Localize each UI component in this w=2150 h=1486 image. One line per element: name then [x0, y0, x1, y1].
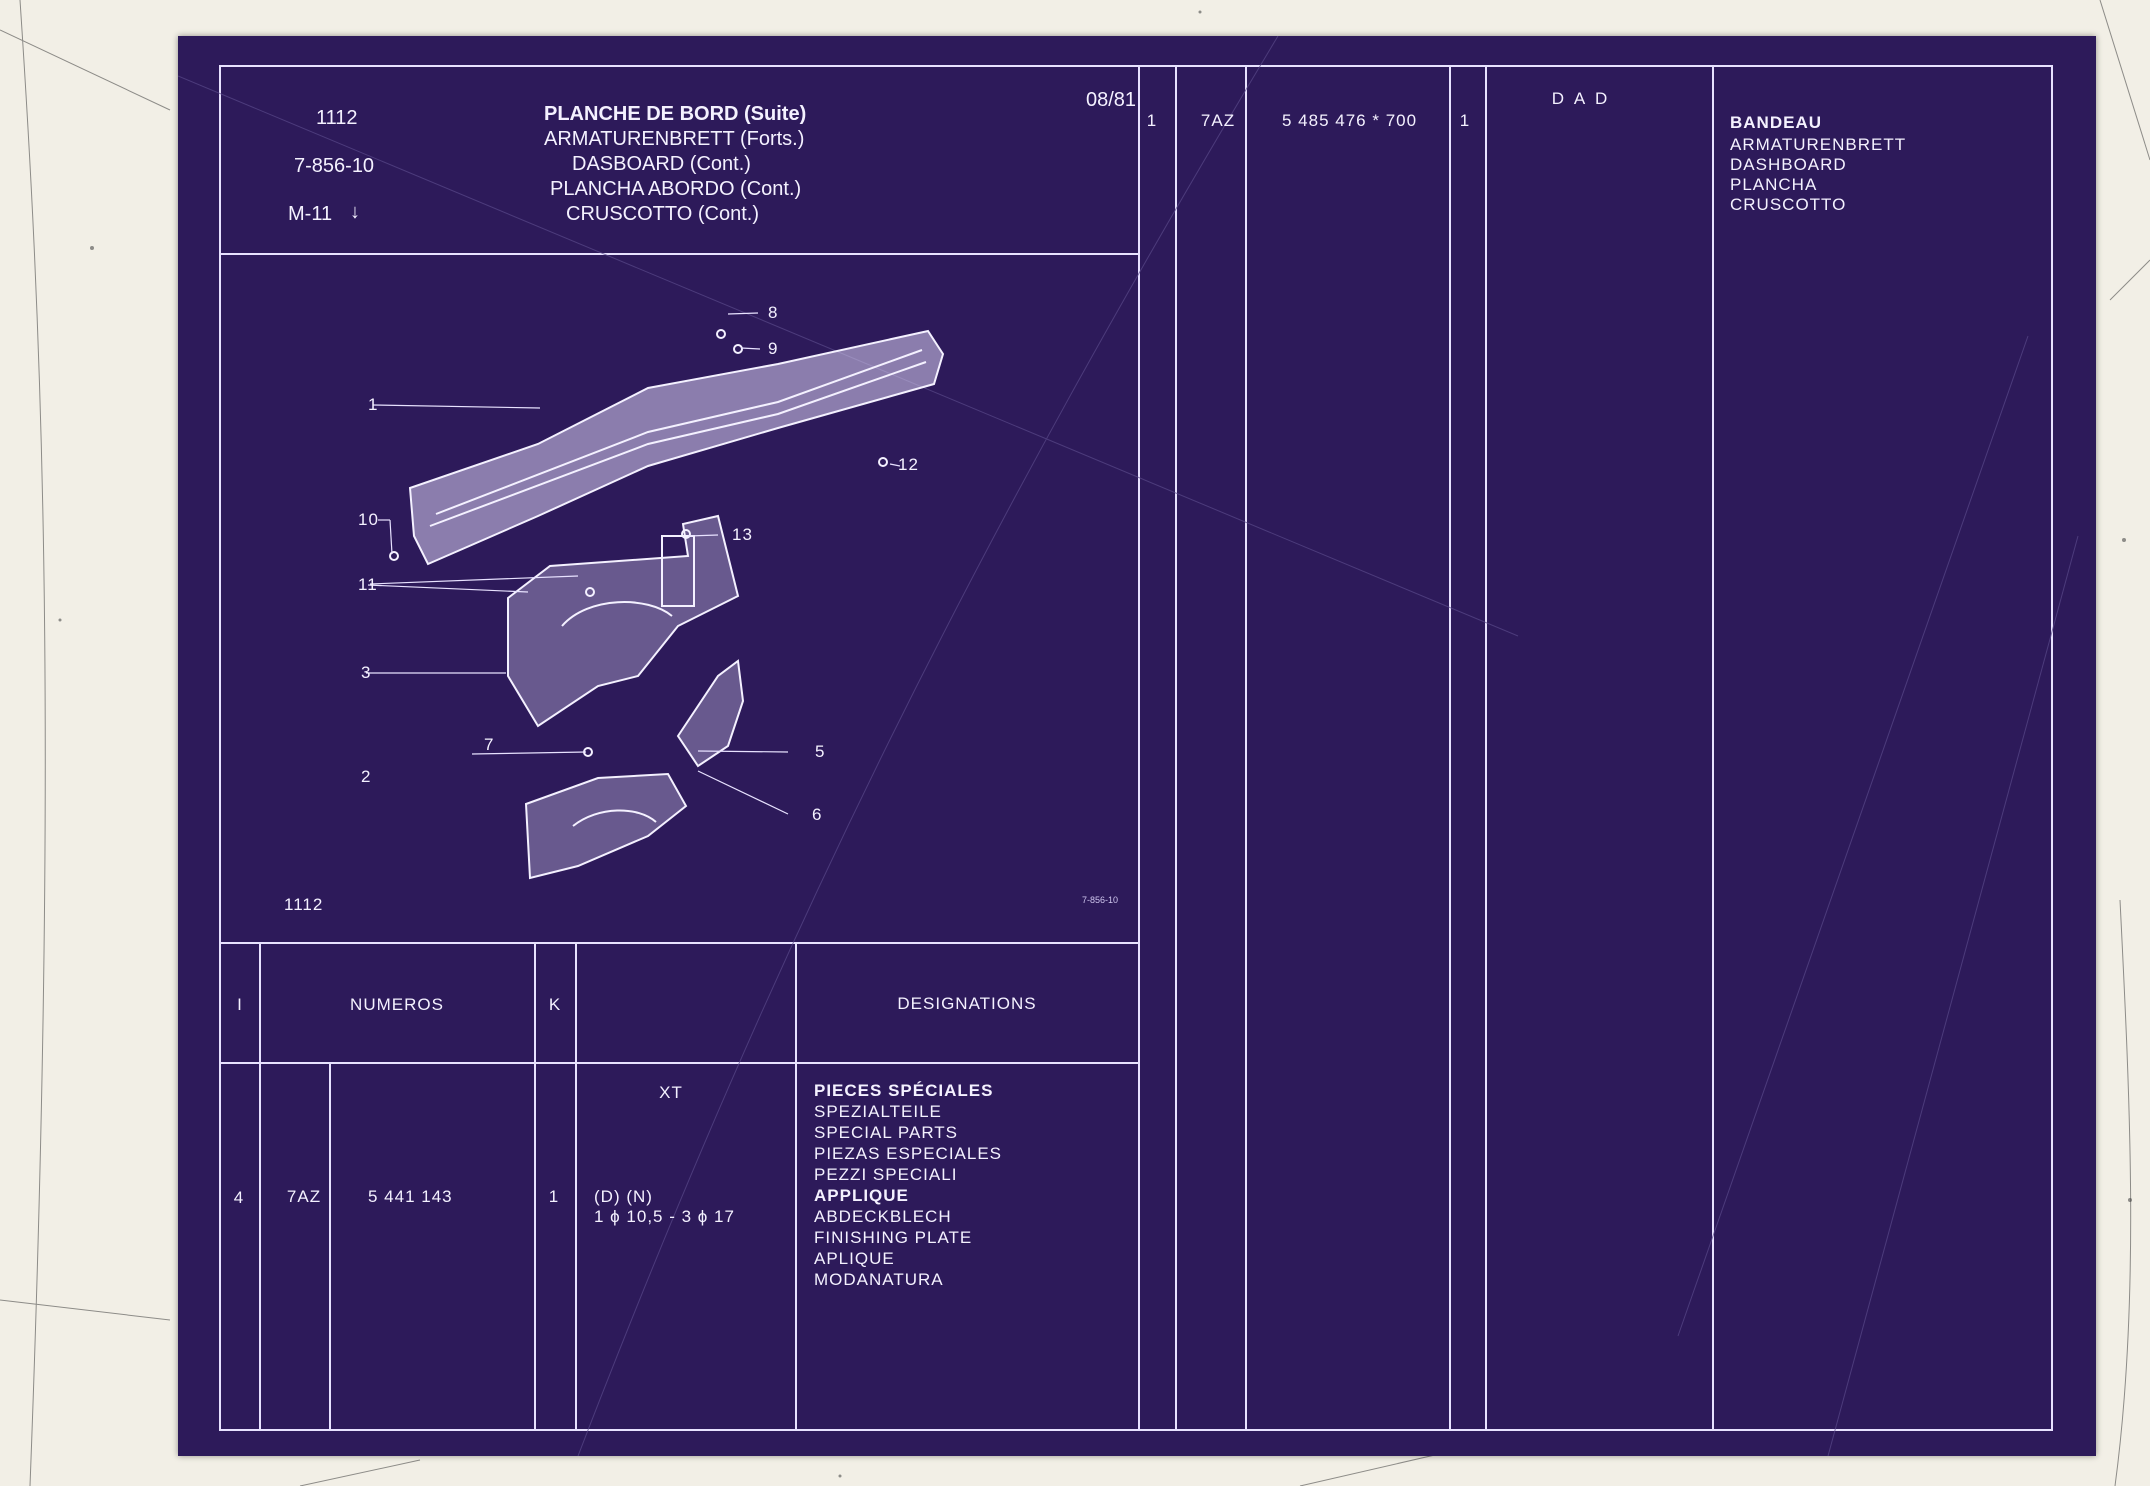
- right-row-code: 7AZ: [1200, 111, 1236, 130]
- right-designation-it: CRUSCOTTO: [1730, 195, 1847, 214]
- callout-9: 9: [768, 339, 779, 358]
- group-number: 1112: [316, 107, 358, 129]
- figure-code: 7-856-10: [1082, 895, 1119, 905]
- row-condition-top: XT: [659, 1083, 683, 1102]
- row-condition-line-1: (D) (N): [594, 1187, 653, 1206]
- designation-group-it: PEZZI SPECIALI: [814, 1165, 958, 1184]
- callout-8: 8: [768, 303, 779, 322]
- title-de: ARMATURENBRETT (Forts.): [544, 128, 805, 150]
- right-row-index: 1: [1146, 111, 1158, 130]
- callout-11: 11: [358, 575, 378, 594]
- right-designation-en: DASHBOARD: [1730, 155, 1847, 174]
- callout-3: 3: [361, 663, 372, 682]
- designation-part-de: ABDECKBLECH: [814, 1207, 952, 1226]
- row-index: 4: [233, 1188, 245, 1207]
- callout-12: 12: [898, 455, 919, 474]
- callout-1: 1: [368, 395, 379, 414]
- issue-date: 08/81: [1086, 89, 1137, 111]
- right-designation-title: BANDEAU: [1730, 113, 1822, 132]
- designation-part-en: FINISHING PLATE: [814, 1228, 973, 1247]
- title-fr: PLANCHE DE BORD (Suite): [544, 103, 807, 125]
- title-en: DASBOARD (Cont.): [572, 153, 751, 175]
- row-condition-line-2: 1 ϕ 10,5 - 3 ϕ 17: [594, 1207, 735, 1226]
- right-row-condition: D A D: [1551, 89, 1611, 108]
- right-row-qty: 1: [1459, 111, 1471, 130]
- designation-part-it: MODANATURA: [814, 1270, 944, 1289]
- header-col-k: K: [548, 995, 562, 1014]
- microfiche-sheet: 1112 7-856-10 M-11 ↓ PLANCHE DE BORD (Su…: [178, 36, 2096, 1456]
- row-part-number: 5 441 143: [368, 1187, 453, 1206]
- figure-group-number: 1112: [284, 895, 324, 914]
- header-col-designations: DESIGNATIONS: [897, 994, 1037, 1013]
- designation-part-title: APPLIQUE: [814, 1186, 909, 1205]
- row-qty: 1: [548, 1187, 560, 1206]
- header-col-i: I: [237, 995, 243, 1014]
- designation-group-de: SPEZIALTEILE: [814, 1102, 942, 1121]
- callout-10: 10: [358, 510, 379, 529]
- exploded-drawing: [366, 312, 945, 880]
- designation-group-en: SPECIAL PARTS: [814, 1123, 959, 1142]
- title-es: PLANCHA ABORDO (Cont.): [550, 178, 802, 200]
- model-code: M-11: [288, 203, 333, 225]
- dashboard-trim-part: [408, 329, 945, 566]
- reference-number: 7-856-10: [294, 155, 375, 177]
- callout-13: 13: [732, 525, 753, 544]
- callout-6: 6: [812, 805, 823, 824]
- callout-2: 2: [361, 767, 372, 786]
- down-arrow-icon: ↓: [350, 201, 360, 223]
- row-code: 7AZ: [286, 1187, 322, 1206]
- callout-7: 7: [484, 735, 495, 754]
- lower-plate-part: [524, 772, 688, 880]
- designation-part-es: APLIQUE: [814, 1249, 895, 1268]
- title-it: CRUSCOTTO (Cont.): [566, 203, 759, 225]
- bracket-part: [676, 659, 745, 768]
- right-row-part-number: 5 485 476 * 700: [1282, 111, 1418, 130]
- designation-group-title: PIECES SPÉCIALES: [814, 1081, 994, 1100]
- table-grid: [178, 36, 2079, 1456]
- header-col-numeros: NUMEROS: [350, 995, 444, 1014]
- right-designation-de: ARMATURENBRETT: [1730, 135, 1907, 154]
- right-designation-es: PLANCHA: [1730, 175, 1818, 194]
- instrument-surround-part: [507, 514, 740, 728]
- designation-group-es: PIEZAS ESPECIALES: [814, 1144, 1003, 1163]
- callout-5: 5: [815, 742, 826, 761]
